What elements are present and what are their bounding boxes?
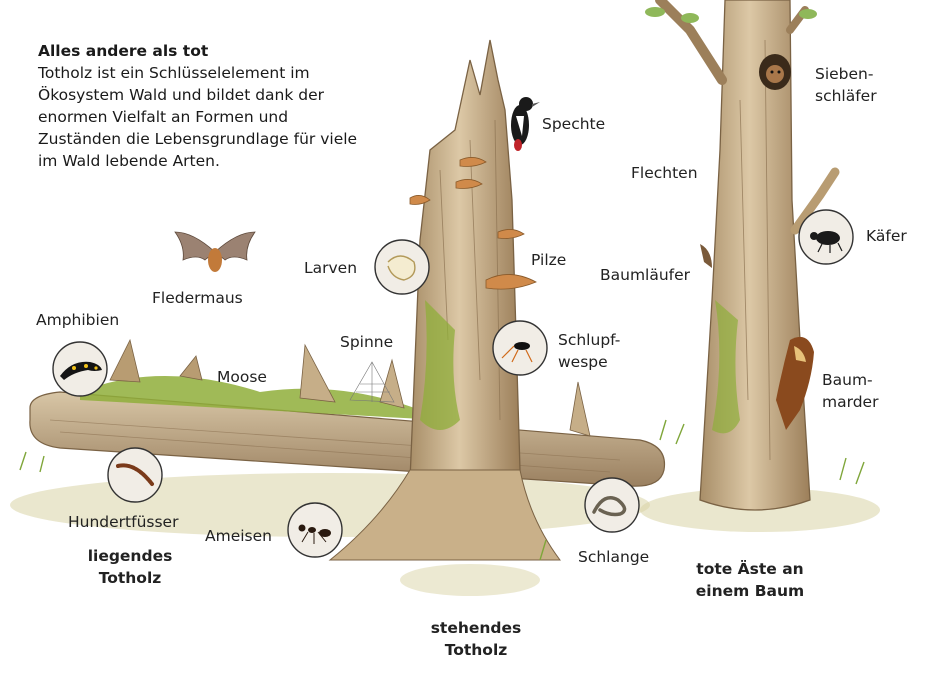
snake-icon: [592, 496, 627, 517]
label-schlupfwespe: Schlupf- wespe: [558, 331, 621, 371]
label-siebenschlaefer: Sieben- schläfer: [815, 65, 877, 105]
label-fledermaus: Fledermaus: [152, 289, 243, 307]
pine-marten-icon: [776, 336, 814, 430]
label-spechte: Spechte: [542, 115, 606, 133]
label-pilze: Pilze: [531, 251, 567, 269]
standing-dead-tree: [328, 39, 561, 561]
label-moose: Moose: [217, 368, 267, 386]
label-baumlaeufer: Baumläufer: [600, 266, 691, 284]
badge-millipede: [107, 447, 163, 503]
grass: [19, 419, 865, 561]
intro-text: Totholz ist ein Schlüsselelement im Ökos…: [38, 64, 358, 170]
badge-beetle: [798, 209, 854, 265]
label-hundertfuesser: Hundertfüsser: [68, 513, 179, 531]
woodpecker-icon: [511, 97, 540, 151]
label-larven: Larven: [304, 259, 358, 277]
millipede-icon: [116, 463, 154, 486]
bat-icon: [174, 231, 256, 272]
treecreeper-icon: [700, 244, 712, 268]
label-schlange: Schlange: [578, 548, 650, 566]
category-liegendes-totholz: liegendes Totholz: [87, 547, 173, 587]
badge-larva: [374, 239, 430, 295]
larva-icon: [387, 255, 416, 281]
label-flechten: Flechten: [631, 164, 698, 182]
intro-title: Alles andere als tot: [38, 42, 209, 60]
label-spinne: Spinne: [340, 333, 394, 351]
category-tote-aeste: tote Äste an einem Baum: [695, 560, 805, 600]
category-stehendes-totholz: stehendes Totholz: [430, 619, 522, 659]
badge-salamander: [52, 341, 108, 397]
intro-block: Alles andere als tot Totholz ist ein Sch…: [38, 40, 368, 172]
badge-ant: [287, 502, 343, 558]
ant-icon: [298, 524, 331, 544]
tree-with-dead-branches: [645, 0, 840, 511]
label-ameisen: Ameisen: [205, 527, 272, 545]
salamander-icon: [60, 361, 102, 380]
beetle-icon: [810, 231, 843, 253]
label-kaefer: Käfer: [866, 227, 907, 245]
label-baummarder: Baum- marder: [822, 371, 879, 411]
badge-wasp: [492, 320, 548, 376]
ichneumon-wasp-icon: [501, 342, 533, 363]
label-amphibien: Amphibien: [36, 311, 120, 329]
badge-snake: [584, 477, 640, 533]
